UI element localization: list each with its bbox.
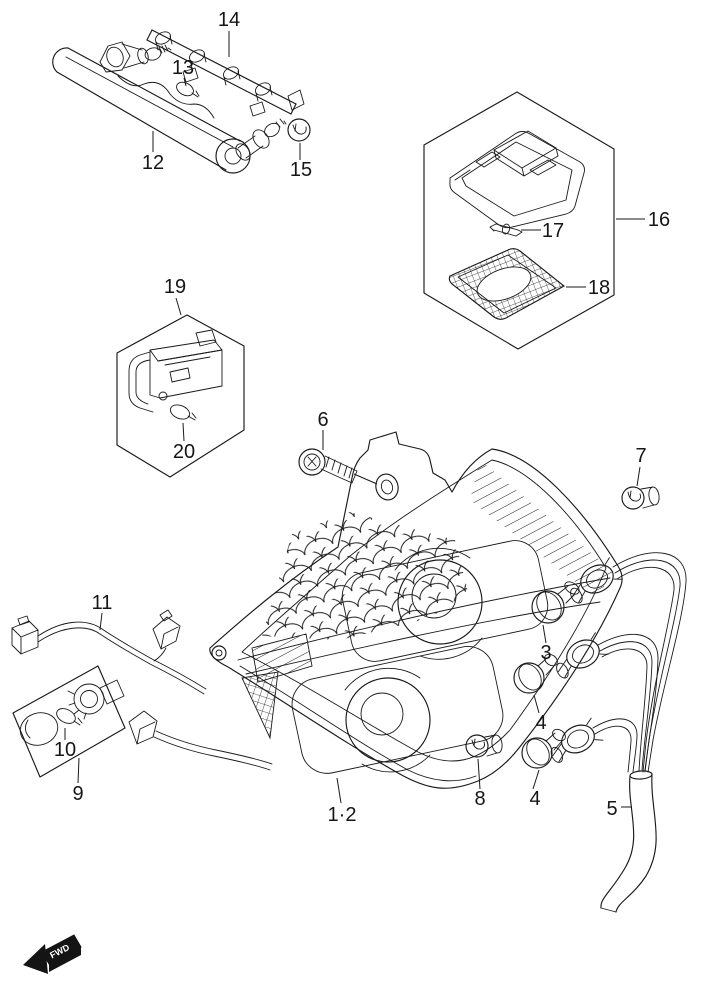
callout-11: 11 [92,592,113,614]
part-13-bulb [176,81,200,98]
callout-20: 20 [173,441,195,463]
wiring-to-sheath [592,552,687,773]
callout-10: 10 [54,739,76,761]
callout-16: 16 [648,209,670,231]
part-15-grommet [287,118,311,142]
part-8-grommet [465,734,503,758]
callout-1-2: 1·2 [328,804,357,826]
part-16-room-lamp-box [423,91,615,350]
part-4-bulb-lower [521,728,566,769]
part-17-festoon-bulb [489,223,523,237]
part-6-screw [298,448,358,484]
part-9-socket-box [12,665,126,778]
callout-labels: 14 13 12 15 16 17 18 19 20 6 7 11 3 4 4 … [54,9,670,826]
part-11-harness [11,609,273,771]
callout-7: 7 [635,445,646,467]
fwd-arrow-icon: FWD [23,934,82,974]
callout-4-upper: 4 [535,712,546,734]
callout-8: 8 [474,788,485,810]
part-18-lens [448,248,566,320]
callout-9: 9 [72,783,83,805]
callout-14: 14 [218,9,240,31]
part-4-bulb-upper [513,653,558,694]
bulb-socket-middle [556,632,609,679]
part-14-bulb-holder-bar [146,29,305,117]
part-5-harness-sheath [600,770,657,913]
callout-3: 3 [540,642,551,664]
part-1-2-combination-lamp [209,431,623,789]
part-19-license-lamp-box [116,314,245,478]
callout-13: 13 [172,57,194,79]
callout-15: 15 [290,159,312,181]
part-3-bulb [531,581,580,624]
leader-lines [64,31,645,808]
callout-6: 6 [317,409,328,431]
callout-5: 5 [606,798,617,820]
callout-18: 18 [588,277,610,299]
callout-19: 19 [164,276,186,298]
bulb-socket-bottom [550,717,604,763]
part-20-bulb [169,404,197,421]
part-10-bulb [56,708,83,726]
part-12-lamp-housing [52,41,287,174]
bulb-socket-top [570,557,623,604]
part-7-grommet [621,486,660,510]
callout-12: 12 [142,152,164,174]
callout-4-lower: 4 [529,788,540,810]
callout-17: 17 [542,220,564,242]
